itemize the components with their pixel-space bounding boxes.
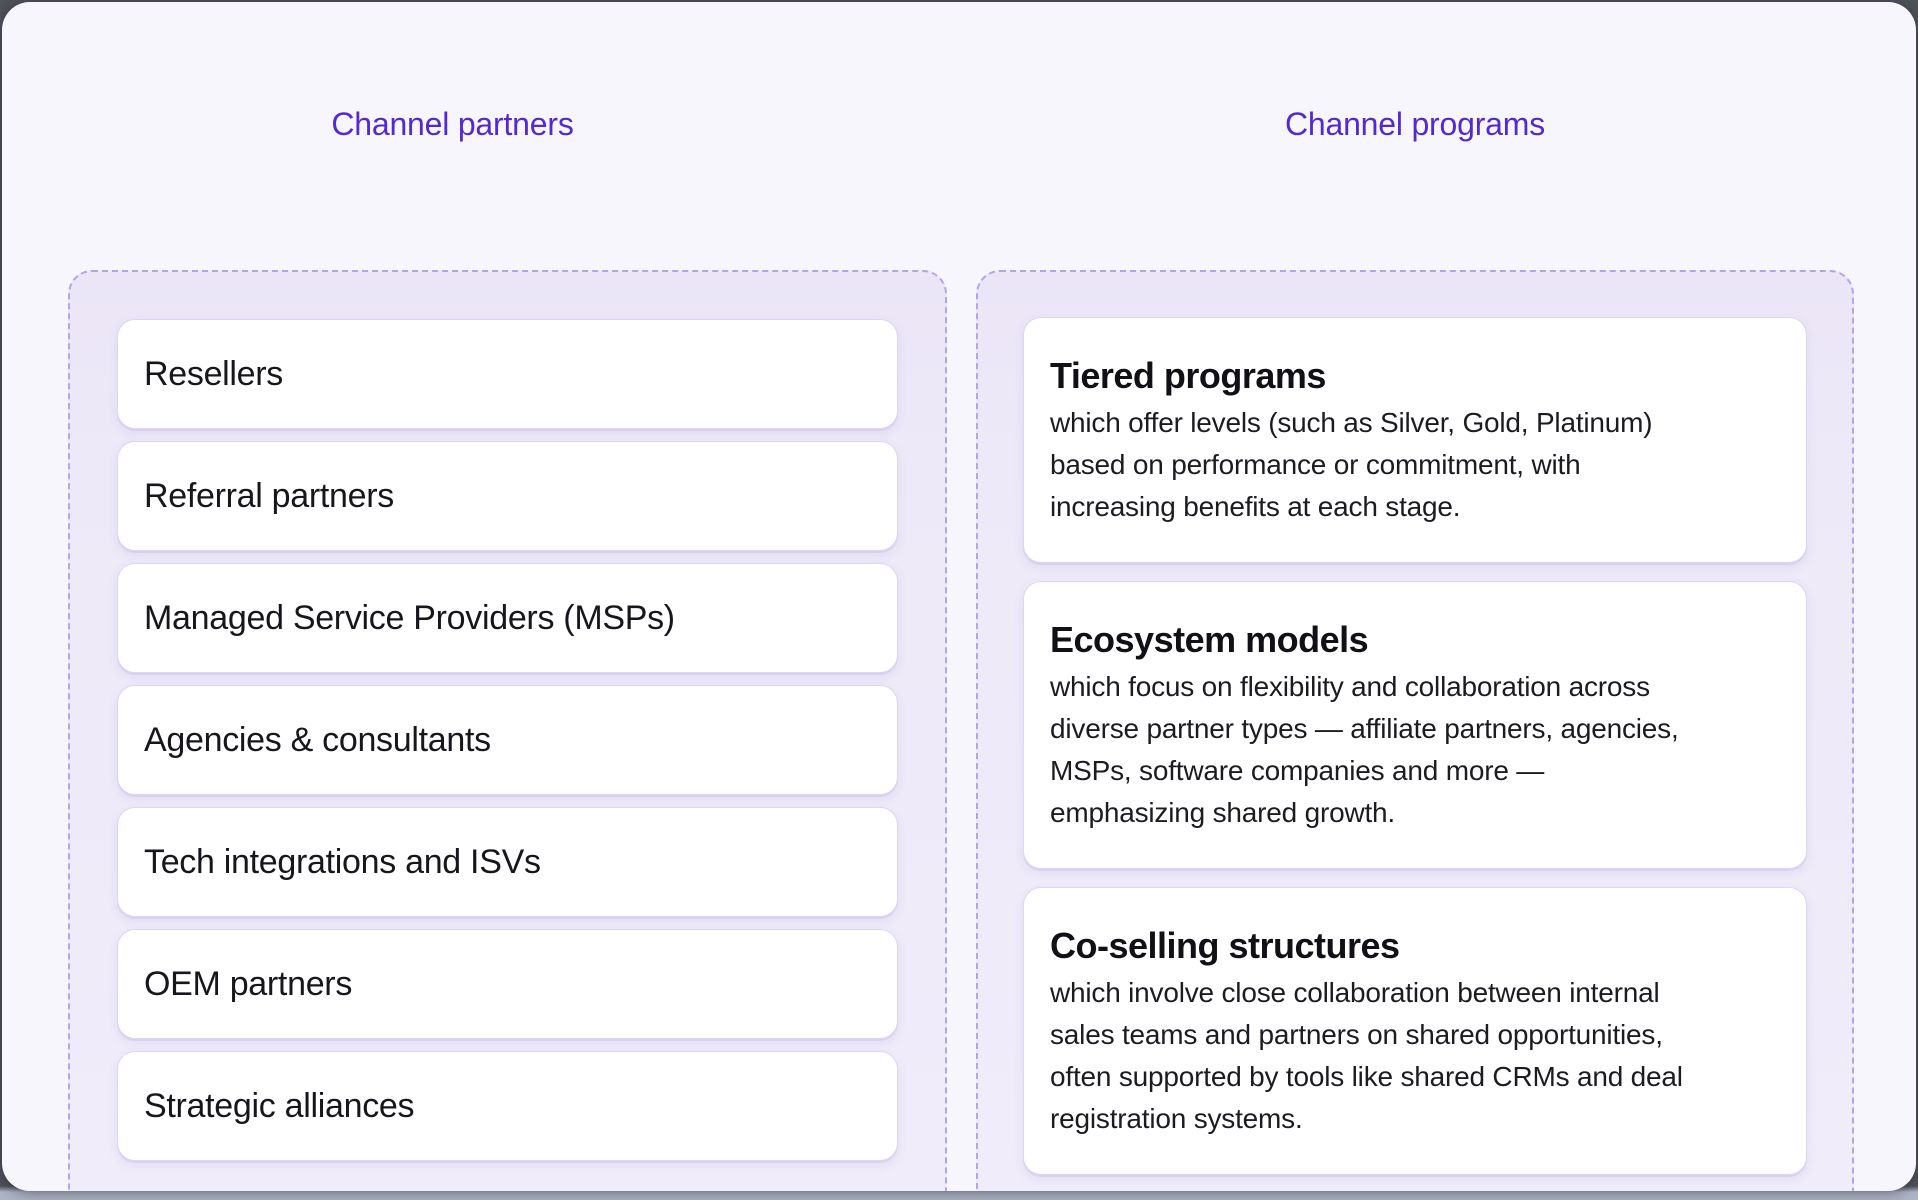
partner-type-card: Strategic alliances (117, 1051, 898, 1161)
program-description: which involve close collaboration betwee… (1050, 977, 1683, 1134)
partner-type-label: Resellers (144, 354, 284, 393)
partner-type-label: OEM partners (144, 964, 353, 1003)
partner-type-label: Strategic alliances (144, 1086, 415, 1125)
partner-type-card: OEM partners (117, 929, 898, 1039)
channel-programs-group: Tiered programs which offer levels (such… (976, 270, 1854, 1191)
partner-type-card: Tech integrations and ISVs (117, 807, 898, 917)
program-card: Tiered programs which offer levels (such… (1023, 317, 1807, 563)
partner-type-label: Tech integrations and ISVs (144, 842, 541, 881)
partner-type-label: Agencies & consultants (144, 720, 491, 759)
partner-type-card: Agencies & consultants (117, 685, 898, 795)
program-card: Ecosystem models which focus on flexibil… (1023, 581, 1807, 869)
program-title: Co-selling structures (1050, 925, 1400, 966)
channel-partners-heading: Channel partners (331, 106, 574, 142)
program-title: Tiered programs (1050, 355, 1326, 396)
channel-partners-group: Resellers Referral partners Managed Serv… (68, 270, 947, 1191)
partner-type-card: Resellers (117, 319, 898, 429)
partner-type-label: Managed Service Providers (MSPs) (144, 598, 675, 637)
partner-type-card: Managed Service Providers (MSPs) (117, 563, 898, 673)
program-title: Ecosystem models (1050, 619, 1369, 660)
program-description: which focus on flexibility and collabora… (1050, 671, 1679, 828)
partner-type-card: Referral partners (117, 441, 898, 551)
program-card: Co-selling structures which involve clos… (1023, 887, 1807, 1175)
partner-type-label: Referral partners (144, 476, 394, 515)
channel-programs-heading: Channel programs (1284, 106, 1546, 142)
program-description: which offer levels (such as Silver, Gold… (1050, 407, 1653, 522)
